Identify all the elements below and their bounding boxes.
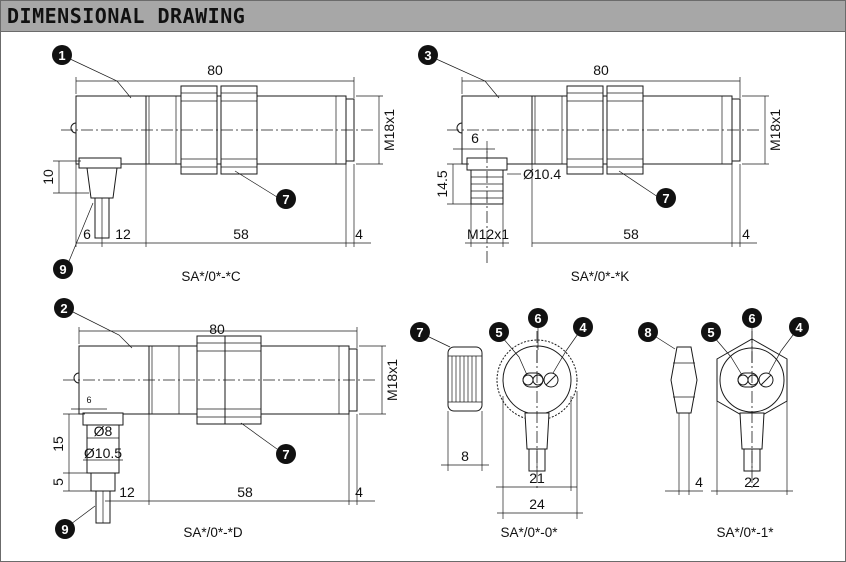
badge-2: 2 xyxy=(54,298,74,318)
badge-3: 3 xyxy=(418,45,438,65)
view-knurled-nut: 8 xyxy=(424,334,489,471)
dim-end1-4: 4 xyxy=(695,474,703,490)
badge-1: 1 xyxy=(52,45,72,65)
svg-text:9: 9 xyxy=(59,262,66,277)
badge-8: 8 xyxy=(638,322,658,342)
caption-sa-d: SA*/0*-*D xyxy=(183,525,243,540)
svg-text:4: 4 xyxy=(579,320,587,335)
section-title: DIMENSIONAL DRAWING xyxy=(7,4,246,28)
nut-body xyxy=(447,346,483,412)
svg-text:7: 7 xyxy=(282,447,289,462)
dim-12: 12 xyxy=(119,484,135,500)
view-sa-k: 80 M18x1 6 14.5 Ø10.4 M12x1 xyxy=(433,57,783,284)
badge-4-end1: 4 xyxy=(789,317,809,337)
view-end-0: 21 24 SA*/0*-0* xyxy=(496,326,583,540)
dim-length: 80 xyxy=(593,62,609,78)
svg-text:1: 1 xyxy=(58,48,65,63)
badge-7-c: 7 xyxy=(276,189,296,209)
dim-4: 4 xyxy=(355,484,363,500)
badge-4-end0: 4 xyxy=(573,317,593,337)
dim-15: 15 xyxy=(50,436,66,452)
dim-58: 58 xyxy=(233,226,249,242)
dim-6: 6 xyxy=(86,395,91,405)
dim-cable-height: 10 xyxy=(40,169,56,185)
svg-text:6: 6 xyxy=(748,311,755,326)
svg-text:4: 4 xyxy=(795,320,803,335)
svg-text:8: 8 xyxy=(644,325,651,340)
caption-sa-k: SA*/0*-*K xyxy=(571,269,630,284)
badge-5-end0: 5 xyxy=(489,322,509,342)
dim-thread: M18x1 xyxy=(384,359,400,401)
dim-24: 24 xyxy=(529,496,545,512)
badge-6-end1: 6 xyxy=(742,308,762,328)
dim-14-5: 14.5 xyxy=(434,170,450,197)
section-header: DIMENSIONAL DRAWING xyxy=(1,1,845,32)
svg-text:9: 9 xyxy=(61,522,68,537)
svg-text:5: 5 xyxy=(707,325,714,340)
badge-9-c: 9 xyxy=(53,259,73,279)
badge-6-end0: 6 xyxy=(528,308,548,328)
hex-nut-side xyxy=(670,346,698,414)
dim-58: 58 xyxy=(237,484,253,500)
badge-7-d: 7 xyxy=(276,444,296,464)
badge-7-k: 7 xyxy=(656,188,676,208)
dim-length: 80 xyxy=(207,62,223,78)
dim-thread: M18x1 xyxy=(767,109,783,151)
badge-5-end1: 5 xyxy=(701,322,721,342)
caption-end-0: SA*/0*-0* xyxy=(500,525,558,540)
dim-58: 58 xyxy=(623,226,639,242)
dim-21: 21 xyxy=(529,470,545,486)
caption-end-1: SA*/0*-1* xyxy=(716,525,774,540)
dim-nut-width: 8 xyxy=(461,448,469,464)
dim-dia-10-4: Ø10.4 xyxy=(523,166,561,182)
dim-dia-10-5: Ø10.5 xyxy=(84,445,122,461)
svg-text:5: 5 xyxy=(495,325,502,340)
dim-5: 5 xyxy=(50,478,66,486)
caption-sa-c: SA*/0*-*C xyxy=(181,269,241,284)
svg-text:7: 7 xyxy=(662,191,669,206)
badge-9-d: 9 xyxy=(55,519,75,539)
svg-text:7: 7 xyxy=(282,192,289,207)
dim-22: 22 xyxy=(744,474,760,490)
view-sa-c: 80 M18x1 10 6 12 58 4 SA*/0*-*C xyxy=(40,57,397,284)
view-sa-d: 80 M18x1 6 15 5 Ø8 Ø10.5 xyxy=(50,310,400,540)
dim-length: 80 xyxy=(209,321,225,337)
dim-4: 4 xyxy=(742,226,750,242)
badge-7-nut: 7 xyxy=(410,322,430,342)
dim-thread: M18x1 xyxy=(381,109,397,151)
svg-text:7: 7 xyxy=(416,325,423,340)
dim-4: 4 xyxy=(355,226,363,242)
svg-text:6: 6 xyxy=(534,311,541,326)
dim-6: 6 xyxy=(83,226,91,242)
svg-text:3: 3 xyxy=(424,48,431,63)
dim-m12: M12x1 xyxy=(467,226,509,242)
dim-6: 6 xyxy=(471,130,479,146)
svg-text:2: 2 xyxy=(60,301,67,316)
view-end-1: 4 22 SA*/0*-1* xyxy=(652,326,797,540)
dim-dia-8: Ø8 xyxy=(94,423,113,439)
dim-12: 12 xyxy=(115,226,131,242)
